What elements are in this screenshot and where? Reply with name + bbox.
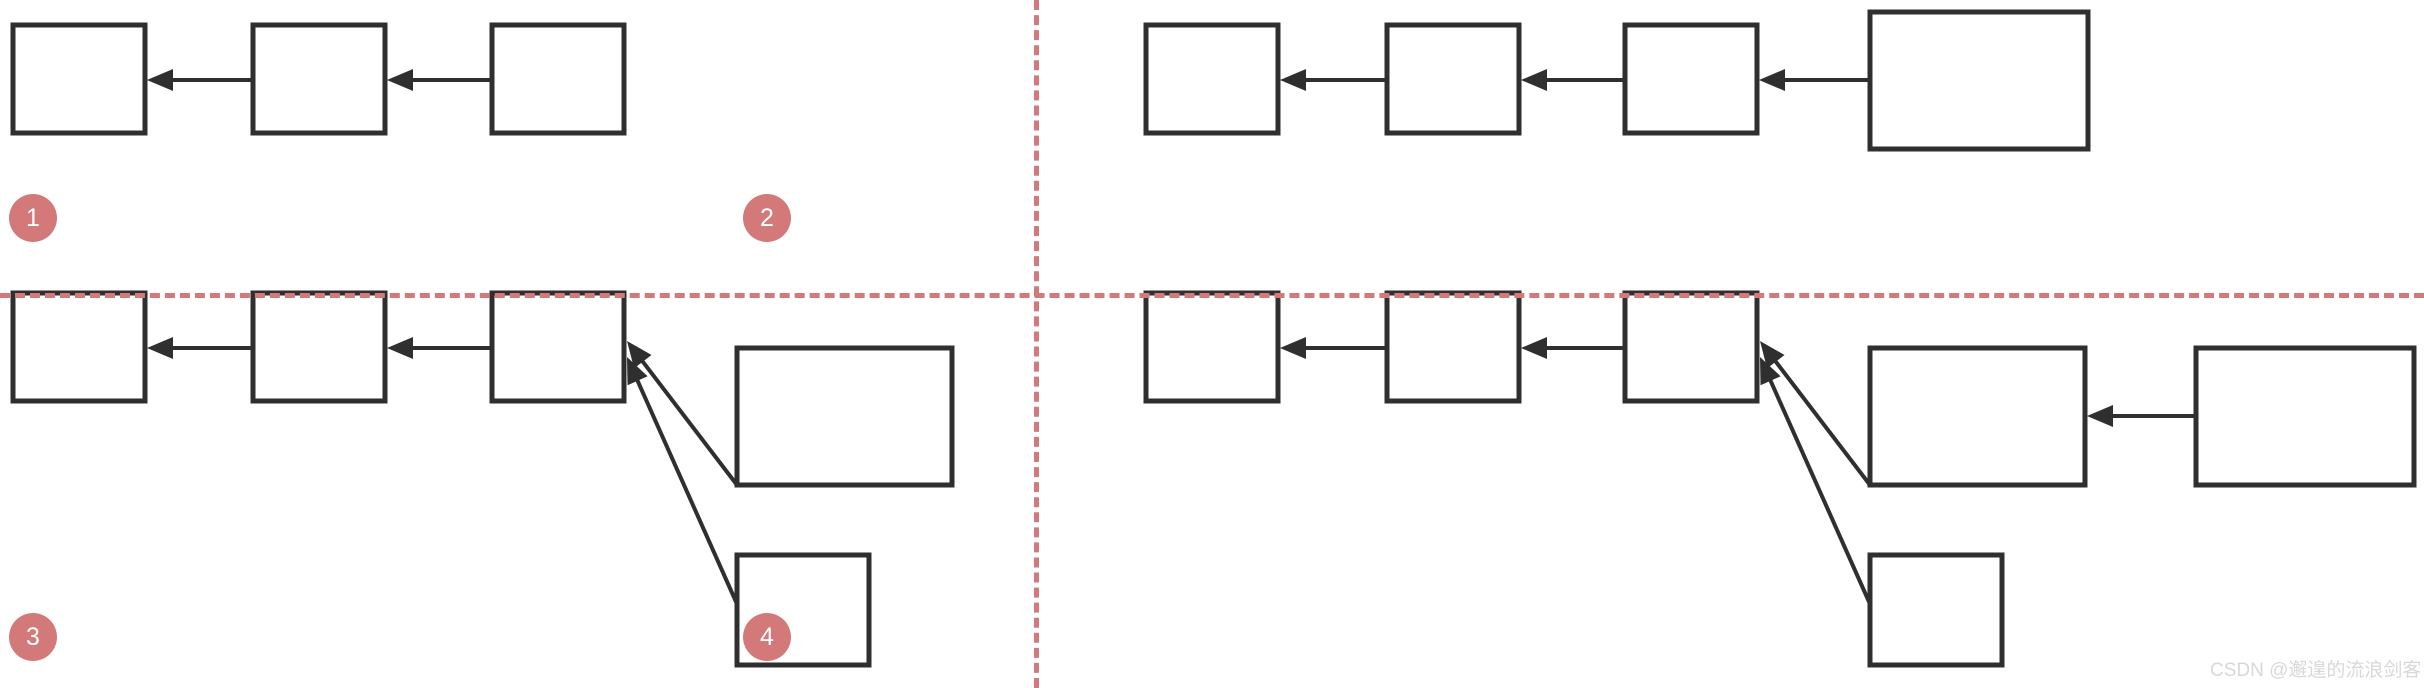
q2-edge-3-to-2-arrowhead [1521, 69, 1547, 91]
quadrant-badge-1: 1 [9, 194, 57, 242]
q4-edge-3-to-2-arrowhead [1521, 337, 1547, 359]
divider-horizontal [0, 293, 2424, 298]
q4-node-lower[interactable] [1867, 552, 2005, 668]
q2-edge-2-to-1-arrowhead [1280, 69, 1306, 91]
quadrant-badge-3: 3 [9, 613, 57, 661]
q2-edge-4-to-3-arrowhead [1759, 69, 1785, 91]
q1-node-2[interactable] [250, 22, 388, 136]
q3-edge-upper-to-3 [639, 358, 739, 487]
q2-node-2[interactable] [1384, 22, 1522, 136]
q4-node-far[interactable] [2193, 345, 2417, 488]
csdn-watermark: CSDN @邂遑的流浪剑客 [2210, 660, 2422, 681]
q3-edge-2-to-1-arrowhead [147, 337, 173, 359]
q2-node-3[interactable] [1622, 22, 1760, 136]
q4-edge-far-to-upper-arrowhead [2087, 405, 2113, 427]
q4-edge-2-to-1-arrowhead [1280, 337, 1306, 359]
q4-node-2[interactable] [1384, 290, 1522, 404]
q4-node-3[interactable] [1622, 290, 1760, 404]
q2-node-1[interactable] [1143, 22, 1281, 136]
q4-edge-upper-to-3 [1772, 358, 1872, 487]
q1-edge-3-to-2-arrowhead [387, 69, 413, 91]
q4-edge-upper-to-3-arrowhead [1760, 341, 1785, 369]
divider-vertical [1034, 0, 1039, 688]
q3-edge-upper-to-3-arrowhead [627, 341, 652, 369]
q3-node-1[interactable] [10, 290, 148, 404]
edges-group [147, 69, 2196, 605]
q4-node-upper[interactable] [1867, 345, 2088, 488]
q1-node-3[interactable] [489, 22, 627, 136]
q1-edge-2-to-1-arrowhead [147, 69, 173, 91]
q3-edge-lower-to-3 [634, 378, 739, 605]
quadrant-badge-4: 4 [743, 613, 791, 661]
q2-node-4[interactable] [1867, 9, 2091, 152]
q3-edge-3-to-2-arrowhead [387, 337, 413, 359]
q1-node-1[interactable] [10, 22, 148, 136]
q3-node-3[interactable] [489, 290, 627, 404]
q4-node-1[interactable] [1143, 290, 1281, 404]
q3-node-upper[interactable] [734, 345, 955, 488]
q4-edge-lower-to-3 [1767, 378, 1872, 605]
q3-edge-lower-to-3-arrowhead [627, 357, 648, 386]
quadrant-badge-2: 2 [743, 194, 791, 242]
nodes-group [10, 9, 2417, 668]
q3-node-2[interactable] [250, 290, 388, 404]
q4-edge-lower-to-3-arrowhead [1760, 357, 1781, 386]
